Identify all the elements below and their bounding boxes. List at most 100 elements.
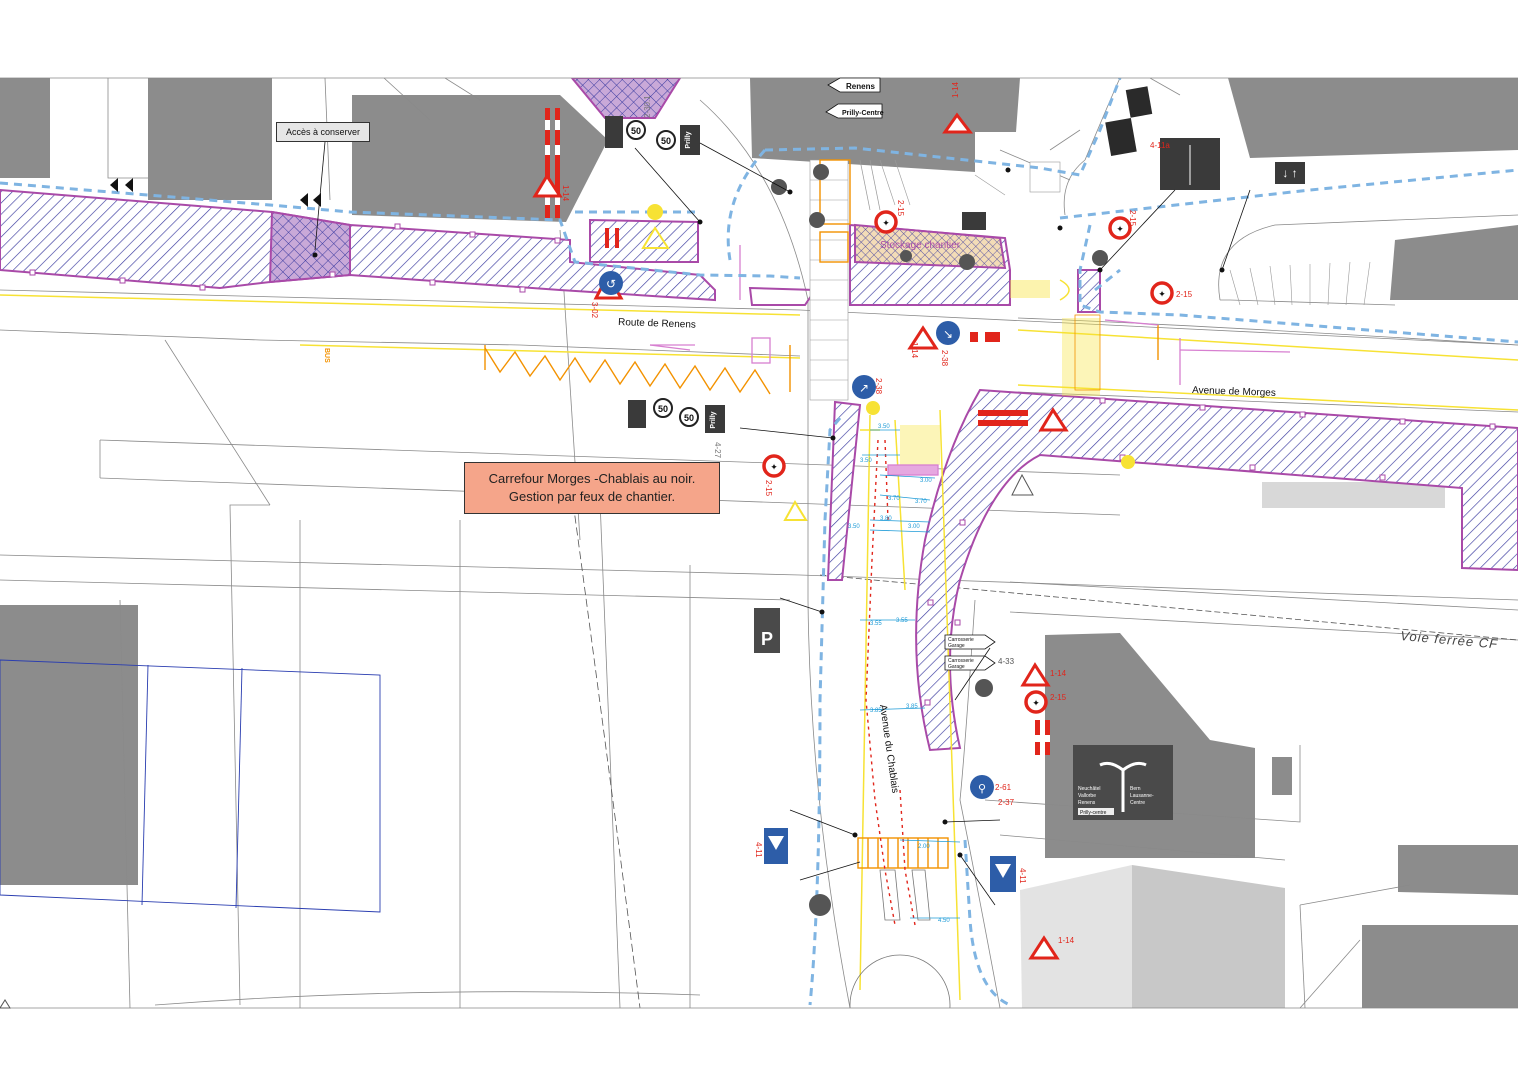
dim-6: 3.00 [920,478,932,484]
dim-7: 3.70 [915,499,927,505]
speed-sign-group-mid: 50 50 Prilly 4-27 [628,398,725,459]
dim-11: 3.85 [870,708,882,714]
svg-text:Carrosserie: Carrosserie [948,658,974,664]
speed-sign-group-top: Lausanne 50 50 Prilly 2-30.1 [605,95,700,155]
svg-text:✦: ✦ [882,218,890,228]
code-2-15-e: 2-15 [1050,693,1067,702]
prohibition-symbols: ✦ ✦ ✦ ✦ ✦ [770,218,1166,708]
pedestrian-route [0,78,1518,1007]
svg-text:✦: ✦ [1158,289,1166,299]
svg-text:Neuchâtel: Neuchâtel [1078,786,1101,792]
prohibition-signs [762,210,1174,714]
svg-text:4-27: 4-27 [713,442,722,459]
zone-nodes [29,223,1496,706]
svg-text:Vallorbe: Vallorbe [1078,793,1096,799]
code-2-15-a: 2-15 [896,200,905,217]
svg-text:Renens: Renens [1078,800,1096,806]
dim-2: 3.50 [860,458,872,464]
parking-sign: P [754,608,780,653]
garage-signs: Carrosserie Garage Carrosserie Garage 4-… [944,634,1015,671]
svg-text:↘: ↘ [943,327,953,341]
svg-text:Prilly-Centre: Prilly-Centre [842,110,884,117]
svg-text:Prilly: Prilly [685,131,692,148]
svg-text:P: P [761,629,773,649]
svg-text:Garage: Garage [948,643,965,649]
svg-text:4-11a: 4-11a [1150,141,1170,150]
svg-text:Lausanne-: Lausanne- [1130,793,1154,799]
code-2-38-b: 2-38 [874,378,883,395]
control-points [312,167,1225,858]
svg-text:↓ ↑: ↓ ↑ [1282,166,1297,180]
svg-text:⚲: ⚲ [978,783,986,795]
dim-1: 3.50 [878,424,890,430]
code-2-61: 2-61 [995,783,1012,792]
code-2-15-c: 2-15 [1176,290,1193,299]
traffic-island-2 [911,869,931,921]
dim-12: 3.85 [906,704,918,710]
barriers [545,108,1050,755]
svg-text:↗: ↗ [859,381,869,395]
dim-8: 3.50 [848,524,860,530]
roundabout-circle [849,954,951,1008]
code-2-15-b: 2-15 [1128,210,1137,227]
code-1-14-d: 1-14 [1050,669,1067,678]
svg-text:✦: ✦ [1032,698,1040,708]
code-4-11-a: 4-11 [754,842,763,858]
svg-text:✦: ✦ [770,462,778,472]
label-voie-ferree: Voie ferrée CF [1400,628,1499,651]
dim-9: 3.55 [870,621,882,627]
svg-text:50: 50 [631,126,641,136]
code-2-38-a: 2-38 [940,350,949,367]
pedestrian-crossing-signs [764,86,1153,892]
barrier-markers [865,439,916,926]
triangle-marks [0,178,321,1009]
grey-signs [771,164,1108,916]
dim-5: 3.00 [908,524,920,530]
direction-panel-renens: Renens [827,77,881,93]
parcel-blue [0,659,381,913]
svg-text:Garage: Garage [948,664,965,670]
note-line-1: Carrefour Morges -Chablais au noir. [488,471,696,486]
dim-14: 2.00 [918,844,930,850]
code-2-15-d: 2-15 [764,480,773,497]
svg-text:4-33: 4-33 [998,657,1015,666]
intersection-note: Carrefour Morges -Chablais au noir. Gest… [464,462,720,514]
acces-label: Accès à conserver [276,122,370,142]
direction-sign-top-right: 4-11a ↓ ↑ [1150,138,1305,190]
note-line-2: Gestion par feux de chantier. [508,489,676,504]
label-bus: BUS [323,348,330,363]
svg-text:✦: ✦ [1116,224,1124,234]
yellow-signs [641,204,1135,521]
label-avenue-chablais: Avenue du Chablais [877,704,900,794]
svg-text:50: 50 [658,404,668,414]
dim-10: 3.55 [896,618,908,624]
parking-bays [859,159,881,211]
dim-13: 4.50 [938,918,950,924]
svg-text:Carrosserie: Carrosserie [948,637,974,643]
dimension-lines [859,429,961,919]
svg-text:Bern: Bern [1130,786,1141,792]
label-route-renens: Route de Renens [618,317,696,331]
code-2-37: 2-37 [998,798,1015,807]
svg-text:Lausanne: Lausanne [622,119,628,141]
label-avenue-morges: Avenue de Morges [1192,385,1276,399]
code-4-11-b: 4-11 [1018,868,1027,884]
code-1-14-e: 1-14 [1058,936,1075,945]
svg-text:Prilly-centre: Prilly-centre [1080,810,1107,816]
svg-text:Prilly: Prilly [710,411,717,428]
direction-sign-large: Neuchâtel Vallorbe Renens Prilly-centre … [1073,745,1173,820]
crosswalk-stripes [810,159,1371,381]
blue-signs: ↺ ↘ ↗ ⚲ [599,271,994,799]
traffic-island [879,869,901,921]
code-1-14-a: 1-14 [951,81,960,98]
svg-text:Centre: Centre [1130,800,1145,806]
code-1-14-c: 1-14 [910,342,919,359]
svg-text:50: 50 [684,413,694,423]
acces-text: Accès à conserver [285,127,361,137]
railway-line-2 [569,479,641,1008]
dim-3: 3.70 [888,496,900,502]
direction-panel-prilly: Prilly-Centre [825,103,884,119]
label-stockage: Stockage chantier [880,240,961,251]
svg-text:50: 50 [661,136,671,146]
code-3-02: 3-02 [590,302,599,319]
